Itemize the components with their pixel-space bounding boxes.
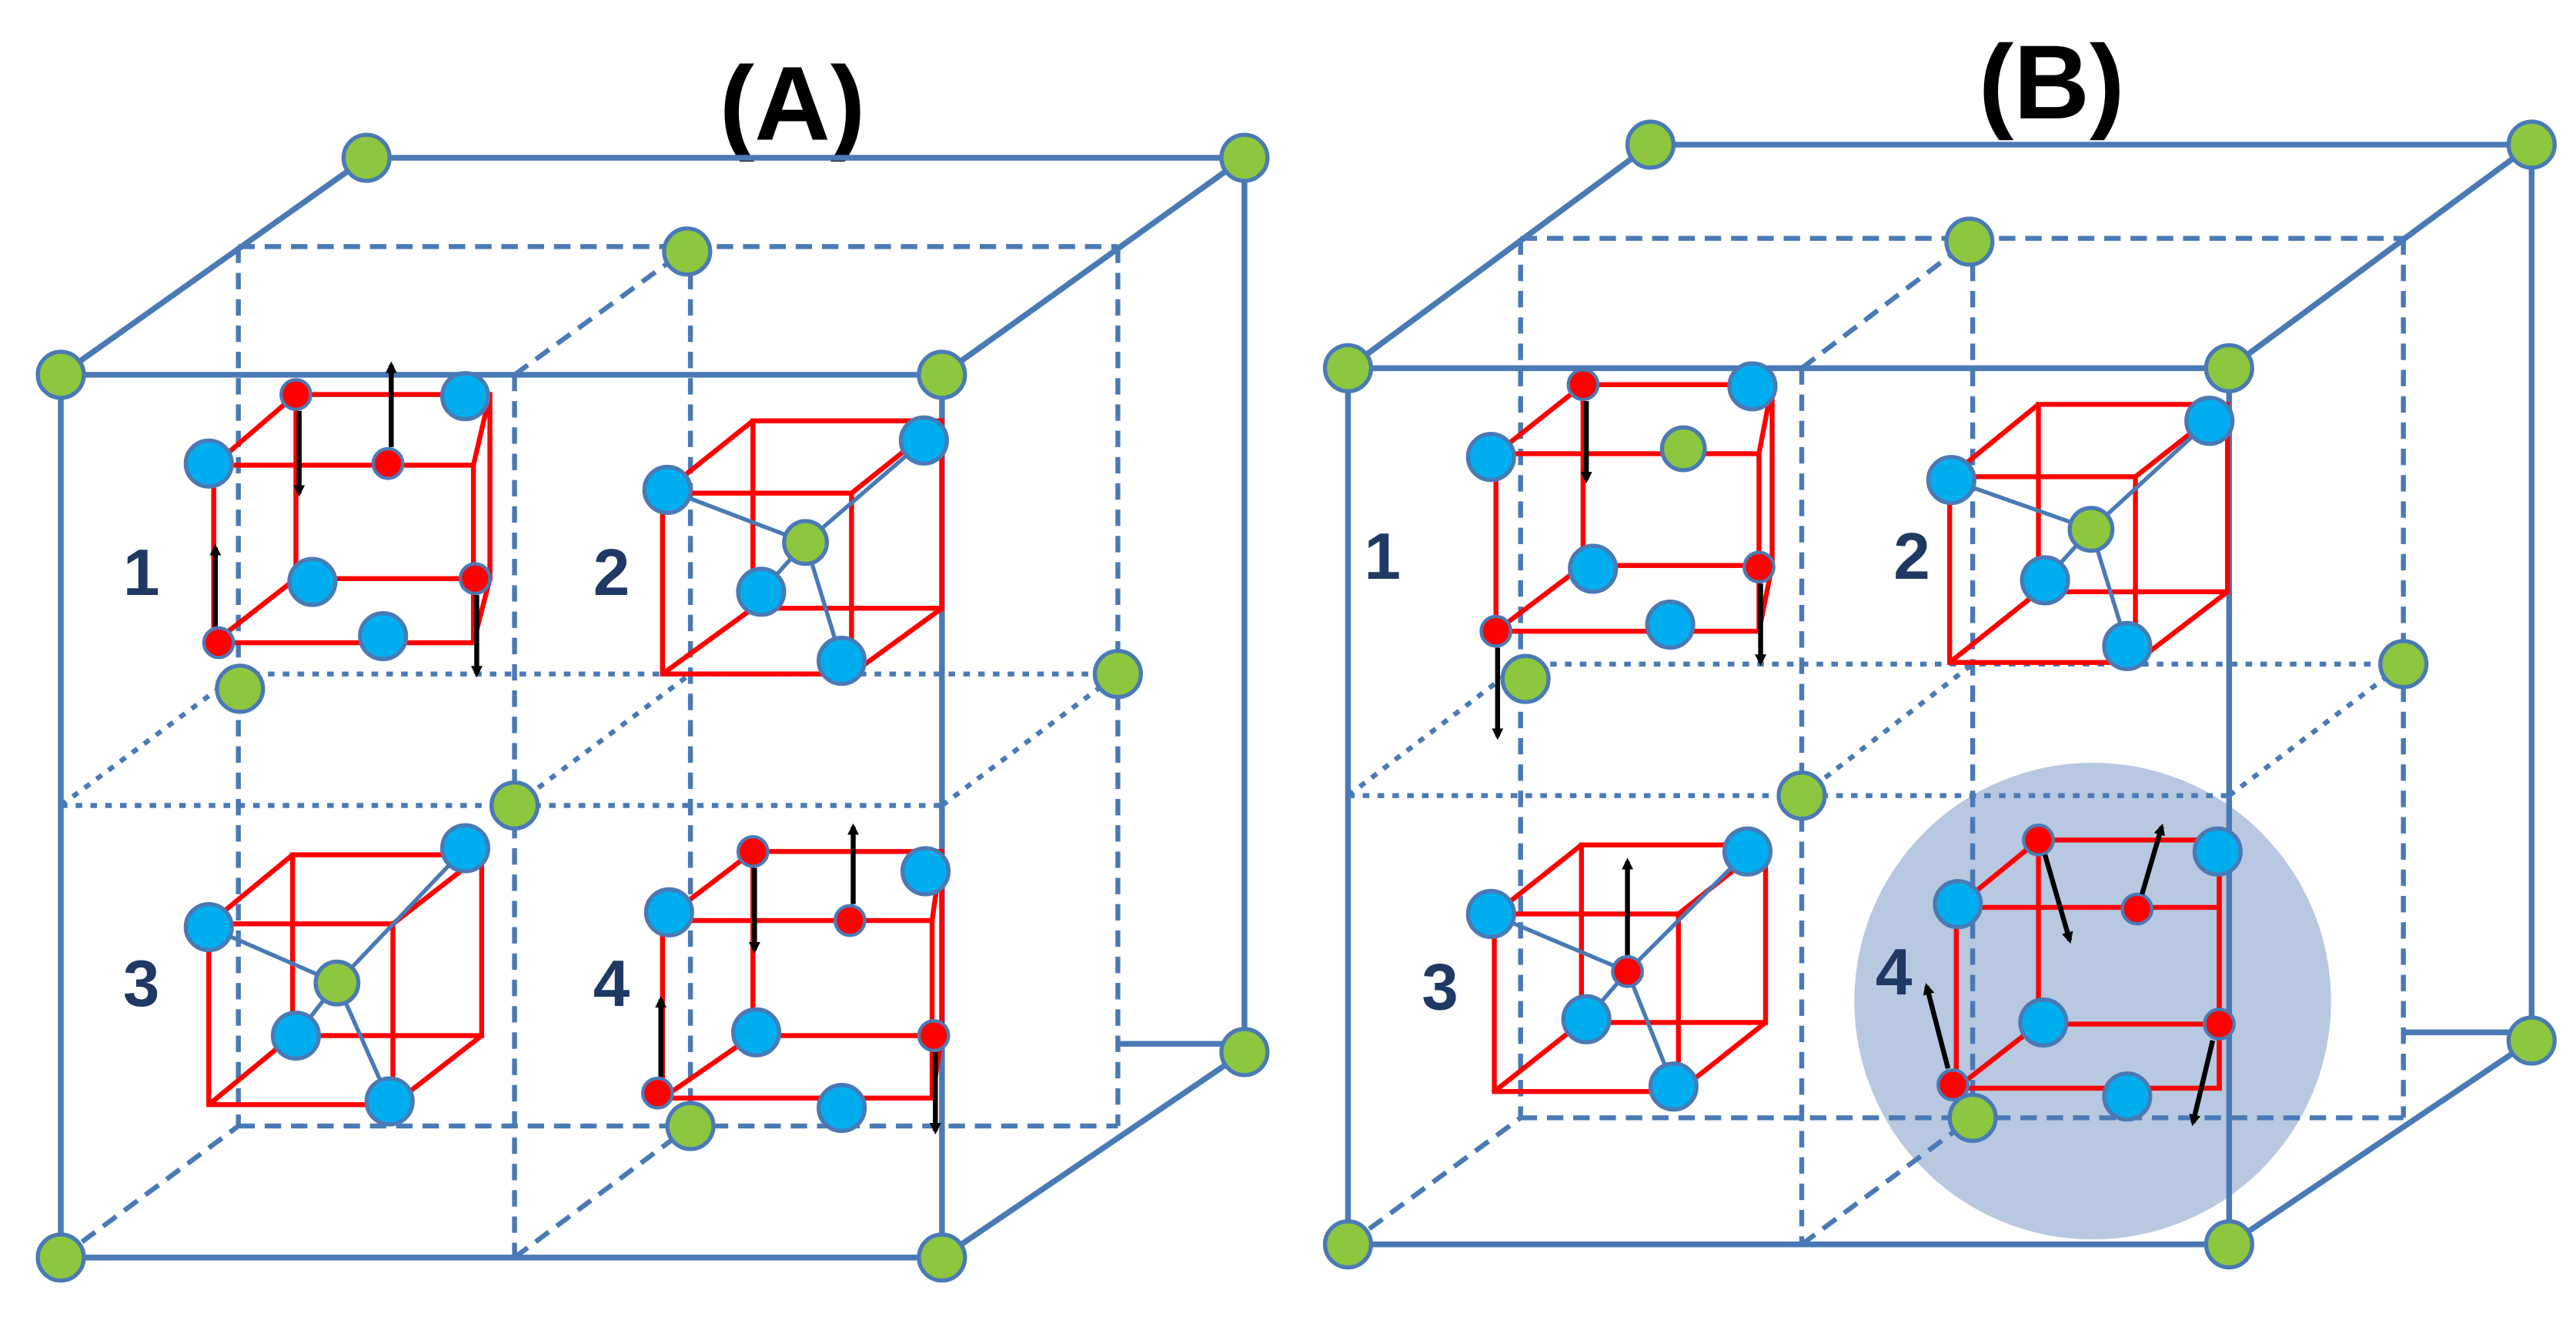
sub-cell-2: 2 <box>593 415 949 687</box>
sub-cell-1: 1 <box>123 361 493 678</box>
panel-a-title: (A) <box>720 45 866 162</box>
cell-label-2: 2 <box>1893 520 1930 593</box>
highlight-circle <box>1854 762 2331 1240</box>
mid-planes <box>59 671 1120 808</box>
cell-label-3: 3 <box>123 947 160 1021</box>
cell-label-4: 4 <box>1876 936 1913 1009</box>
sub-cell-4: 4 <box>593 823 951 1135</box>
sub-cell-3: 3 <box>1422 826 1773 1112</box>
hidden-edges <box>59 244 1121 1260</box>
hidden-edges <box>1346 236 2406 1247</box>
mid-planes <box>1346 661 2405 798</box>
cell-label-4: 4 <box>593 947 630 1021</box>
sub-cell-2: 2 <box>1893 396 2235 671</box>
sub-cell-1: 1 <box>1365 361 1778 740</box>
panel-b: (B) <box>1322 23 2557 1270</box>
sub-cell-4: 4 <box>1876 823 2243 1127</box>
cell-label-2: 2 <box>593 536 630 610</box>
sub-cell-3: 3 <box>123 823 491 1127</box>
panel-a: (A) <box>35 45 1270 1283</box>
panel-b-title: (B) <box>1979 23 2125 141</box>
corner-atoms <box>1322 119 2557 1270</box>
cell-label-1: 1 <box>123 536 160 610</box>
cell-label-1: 1 <box>1365 520 1402 593</box>
corner-atoms <box>35 132 1270 1283</box>
cell-label-3: 3 <box>1422 951 1458 1024</box>
